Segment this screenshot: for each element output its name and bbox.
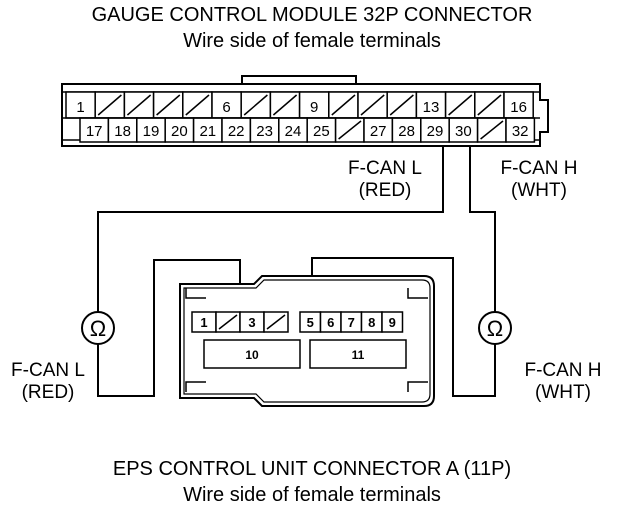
eps-terminal-number: 3: [248, 315, 255, 330]
fcan-h-wire-top: [469, 145, 496, 312]
empty-terminal-slash: [272, 94, 298, 116]
ohm-icon: Ω: [487, 316, 503, 341]
terminal-number: 16: [510, 99, 527, 116]
fcan-l-wire-top: [97, 145, 444, 312]
connector-locking-tab: [241, 75, 357, 86]
eps-terminal-cell: [381, 311, 404, 333]
terminal-number: 18: [114, 123, 131, 140]
empty-terminal-slash: [266, 314, 286, 330]
ohm-icon: Ω: [90, 316, 106, 341]
terminal-cell: [503, 91, 534, 119]
terminal-number: 9: [310, 99, 318, 116]
eps-terminal-number: 1: [200, 315, 207, 330]
empty-terminal-slash: [480, 120, 504, 140]
empty-terminal-slash: [338, 120, 362, 140]
eps-pin-10-label: 10: [245, 348, 259, 362]
terminal-number: 32: [512, 123, 529, 140]
empty-terminal-slash: [185, 94, 210, 116]
fcan-l-top-label-line1: F-CAN L: [348, 158, 422, 179]
terminal-number: 28: [398, 123, 415, 140]
fcan-h-bottom-label-line1: F-CAN H: [524, 360, 602, 381]
empty-terminal-slash: [218, 314, 238, 330]
empty-terminal-slash: [126, 94, 152, 116]
terminal-cell: [221, 117, 252, 143]
fcan-h-bottom-label-line2: (WHT): [535, 382, 591, 403]
empty-terminal-slash: [97, 94, 122, 116]
empty-terminal-slash: [156, 94, 181, 116]
fcan-h-wire-bottom: [311, 257, 496, 397]
eps-pin-10-cell: [203, 339, 301, 369]
fcan-l-bottom-label-line1: F-CAN L: [11, 360, 85, 381]
terminal-cell: [192, 117, 223, 143]
terminal-number: 19: [143, 123, 160, 140]
terminal-number: 30: [455, 123, 472, 140]
fcan-h-top-label: F-CAN H (WHT): [484, 158, 594, 202]
terminal-number: 25: [313, 123, 330, 140]
ohmmeter-right-circle: [478, 311, 512, 345]
ohmmeter-left-circle: [81, 311, 115, 345]
fcan-l-bottom-label-line2: (RED): [21, 382, 75, 403]
ohmmeter-right: Ω: [478, 311, 512, 345]
fcan-h-bottom-label: F-CAN H (WHT): [508, 360, 618, 404]
empty-terminal-slash: [331, 94, 356, 116]
empty-terminal-slash: [477, 94, 502, 116]
terminal-cell: [65, 91, 96, 119]
eps-connector-outer: [179, 275, 435, 407]
empty-terminal-slash: [448, 94, 473, 116]
eps-pin-11-cell: [309, 339, 407, 369]
eps-terminal-number: 9: [389, 315, 396, 330]
terminal-number: 29: [427, 123, 444, 140]
terminal-number: 22: [228, 123, 245, 140]
bottom-connector-subtitle: Wire side of female terminals: [183, 484, 441, 506]
fcan-l-top-label: F-CAN L (RED): [330, 158, 440, 202]
fcan-l-top-label-line2: (RED): [358, 180, 412, 201]
terminal-number: 1: [76, 99, 84, 116]
terminal-cell: [107, 117, 138, 143]
terminal-number: 24: [285, 123, 302, 140]
eps-terminal-number: 8: [368, 315, 375, 330]
empty-terminal-slash: [389, 94, 414, 116]
fcan-l-bottom-label: F-CAN L (RED): [0, 360, 96, 404]
empty-terminal-slash: [243, 94, 268, 116]
terminal-number: 20: [171, 123, 188, 140]
eps-terminal-number: 7: [348, 315, 355, 330]
bottom-connector-title: EPS CONTROL UNIT CONNECTOR A (11P): [112, 458, 512, 480]
eps-terminal-number: 6: [327, 315, 334, 330]
terminal-number: 17: [86, 123, 103, 140]
terminal-number: 21: [199, 123, 216, 140]
fcan-h-top-label-line1: F-CAN H: [500, 158, 578, 179]
empty-terminal-slash: [360, 94, 385, 116]
terminal-cell: [249, 117, 280, 143]
fcan-h-top-label-line2: (WHT): [511, 180, 567, 201]
eps-pin-11-label: 11: [352, 348, 365, 362]
top-connector-subtitle: Wire side of female terminals: [183, 30, 441, 52]
fcan-l-wire-bottom: [97, 259, 241, 397]
top-connector-title: GAUGE CONTROL MODULE 32P CONNECTOR: [91, 4, 533, 26]
terminal-number: 13: [423, 99, 440, 116]
terminal-number: 27: [370, 123, 387, 140]
eps-connector-inner: [183, 279, 431, 403]
wires: [97, 145, 496, 397]
terminal-cell: [505, 117, 536, 143]
terminal-number: 6: [222, 99, 230, 116]
ohmmeter-left: Ω: [81, 311, 115, 345]
terminal-number: 23: [256, 123, 273, 140]
eps-terminal-number: 5: [307, 315, 314, 330]
